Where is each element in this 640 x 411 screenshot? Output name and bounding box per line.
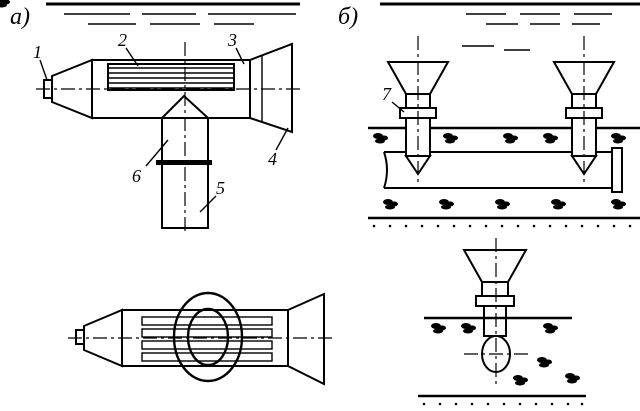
flange [156, 160, 212, 165]
aerator-side-view [36, 42, 304, 232]
water-surface-b [380, 2, 640, 51]
callout-5: 5 [216, 178, 225, 198]
water-surface-a [46, 2, 300, 25]
panel-a-label: а) [10, 4, 30, 30]
callout-4: 4 [268, 149, 277, 169]
callout-2: 2 [118, 30, 127, 50]
aerator-plan-view [68, 291, 332, 386]
aerator-detail-lower [418, 238, 586, 398]
callouts-a: 1 2 3 4 5 6 [33, 30, 289, 213]
bed-texture [372, 224, 632, 228]
sediment-particles [0, 0, 10, 8]
callout-7: 7 [382, 84, 392, 104]
panel-b-label: б) [338, 4, 358, 30]
callout-6: 6 [132, 166, 141, 186]
bed-texture-lower [422, 402, 584, 406]
aerator-unit-right [552, 36, 616, 182]
callout-3: 3 [227, 30, 237, 50]
outlet-diffuser [249, 42, 293, 134]
aerator-unit-left [386, 36, 450, 182]
callout-1: 1 [33, 42, 42, 62]
